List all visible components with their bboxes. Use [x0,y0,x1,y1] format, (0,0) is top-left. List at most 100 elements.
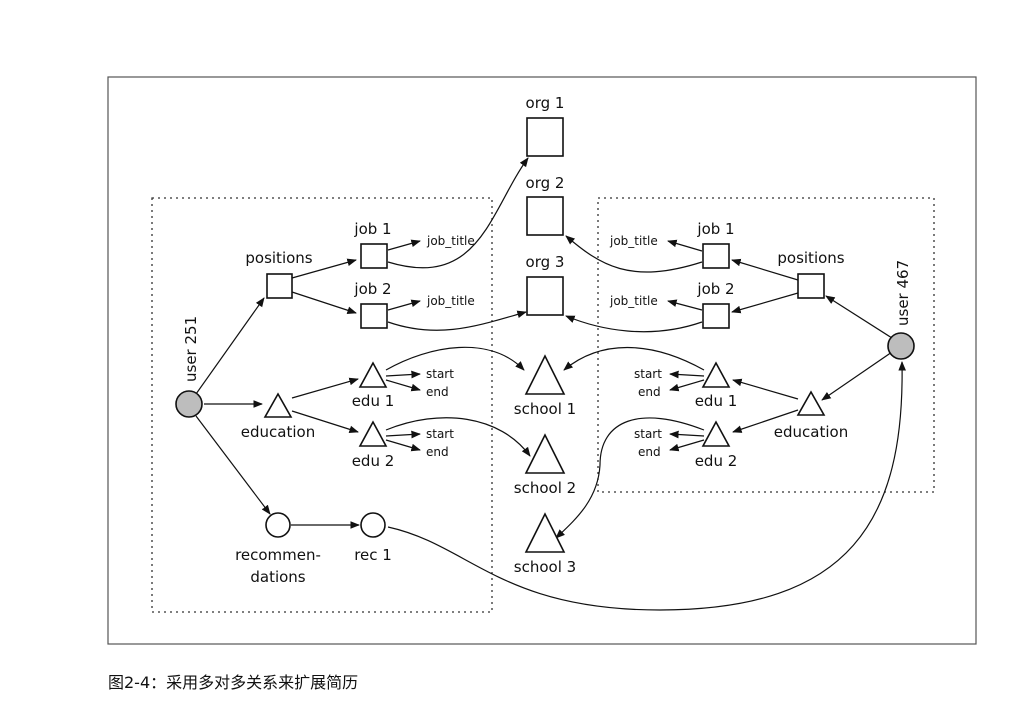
edge-edu2-end-left [385,439,421,452]
recommendations-label-2: dations [250,568,305,586]
school2-label: school 2 [514,479,576,497]
edu1-node-left [358,361,388,388]
edu2-node-left [358,420,388,447]
edge-job2-org3-left [387,310,527,331]
edu2-node-right [701,420,731,447]
positions-node-left [266,273,293,299]
job2-jobtitle-left: job_title [426,294,475,308]
edu2-label-left: edu 2 [352,452,395,470]
edu1-end-left: end [426,385,449,399]
job1-jobtitle-right: job_title [609,234,658,248]
user251-label: user 251 [182,316,200,382]
job2-jobtitle-right: job_title [609,294,658,308]
edge-education-edu2-left [291,410,359,434]
user-467-cluster: user 467 positions job 1 job_title job 2… [609,220,915,470]
school2-node [524,433,566,474]
edge-user467-education [821,351,893,401]
edge-edu1-end-right [669,379,705,392]
edge-user467-positions [825,295,893,339]
job2-label-right: job 2 [696,280,734,298]
edge-education-edu1-right [732,378,799,400]
edge-education-edu2-right [732,409,799,433]
recommendations-node [265,512,291,538]
edu1-label-left: edu 1 [352,392,395,410]
edge-education-edu1-left [291,377,359,399]
org3-node [526,276,564,316]
figure-caption: 图2-4：采用多对多关系来扩展简历 [108,673,358,692]
edge-job1-jobtitle-left [387,239,421,251]
job2-node-right [702,303,730,329]
org2-node [526,196,564,236]
edge-job1-jobtitle-right [667,239,703,252]
edge-user251-recommendations [195,415,271,515]
group-user-467 [597,197,935,493]
edu1-end-right: end [638,385,661,399]
edge-edu1-start-right [669,370,705,379]
edge-edu1-school1-right [563,347,705,371]
org2-label: org 2 [526,174,565,192]
user467-label: user 467 [894,260,912,326]
job1-node-left [360,243,388,269]
edu1-label-right: edu 1 [695,392,738,410]
edges [195,157,907,611]
edge-job1-org2 [565,235,703,273]
job1-label-right: job 1 [696,220,734,238]
job1-node-right [702,243,730,269]
edge-positions-job2-left [291,291,357,314]
education-label-right: education [774,423,848,441]
education-node-right [796,390,826,416]
job2-label-left: job 2 [353,280,391,298]
job1-jobtitle-left: job_title [426,234,475,248]
org1-node [526,117,564,157]
edge-edu2-end-right [669,439,705,452]
recommendations-label-1: recommen- [235,546,321,564]
edge-positions-job1-left [291,258,357,279]
school3-node [524,512,566,553]
edge-user251-positions [195,297,265,395]
school1-node [524,354,566,395]
positions-node-right [797,273,825,299]
edge-job2-jobtitle-left [387,299,421,311]
user-251-cluster: user 251 positions job 1 job_title job 2… [175,220,475,586]
edu1-node-right [701,361,731,388]
edge-edu2-start-left [385,430,421,439]
education-node-left [263,392,293,418]
positions-label-right: positions [777,249,844,267]
diagram-frame [107,76,977,645]
edge-edu1-end-left [385,379,421,392]
education-label-left: education [241,423,315,441]
job1-label-left: job 1 [353,220,391,238]
center-nodes: org 1 org 2 org 3 school 1 school 2 scho… [514,94,576,576]
user251-node [175,390,203,418]
edge-edu1-start-left [385,370,421,379]
edge-edu1-school1 [385,346,525,371]
rec1-label: rec 1 [354,546,392,564]
user467-node [887,332,915,360]
edge-edu2-school2 [385,417,531,457]
edge-job2-jobtitle-right [667,299,703,311]
org3-label: org 3 [526,253,565,271]
edu2-start-right: start [634,427,662,441]
edu2-label-right: edu 2 [695,452,738,470]
edge-positions-job2-right [731,292,799,314]
job2-node-left [360,303,388,329]
edge-job1-org1 [387,157,529,269]
edu2-start-left: start [426,427,454,441]
edge-edu2-school3 [555,417,705,539]
group-user-251 [151,197,493,613]
edge-job2-org3-right [565,315,703,333]
rec1-node [360,512,386,538]
edge-rec1-user467 [387,361,907,611]
edu1-start-right: start [634,367,662,381]
edu2-end-left: end [426,445,449,459]
edge-edu2-start-right [669,430,705,439]
edu2-end-right: end [638,445,661,459]
edu1-start-left: start [426,367,454,381]
school1-label: school 1 [514,400,576,418]
school3-label: school 3 [514,558,576,576]
positions-label-left: positions [245,249,312,267]
org1-label: org 1 [526,94,565,112]
edge-positions-job1-right [731,258,799,281]
